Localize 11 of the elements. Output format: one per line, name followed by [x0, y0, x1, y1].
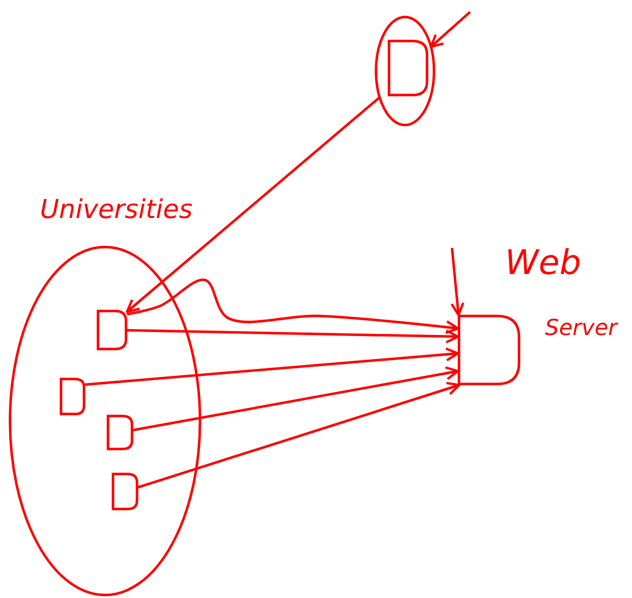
- arrow: [132, 366, 460, 432]
- arrow: [450, 248, 464, 316]
- arrow: [126, 329, 460, 344]
- node-caption: Web: [505, 243, 582, 283]
- arrow: [138, 382, 460, 489]
- arrow: [126, 278, 460, 334]
- arrow: [430, 11, 471, 48]
- group-heading: Universities: [40, 195, 193, 225]
- arrow: [84, 347, 460, 386]
- node-caption: Server: [545, 316, 618, 341]
- arrow: [126, 96, 380, 313]
